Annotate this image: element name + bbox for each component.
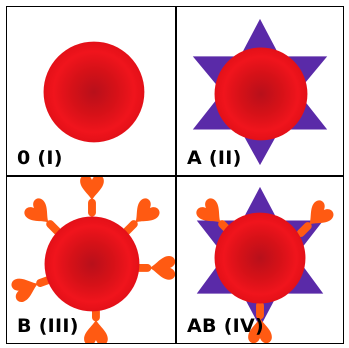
panel-type-b: B (III) <box>6 176 176 344</box>
panel-label: AB (IV) <box>187 315 264 337</box>
panel-type-ab: AB (IV) <box>176 176 344 344</box>
blood-type-grid: 0 (I) A (II) B (III) <box>6 6 344 344</box>
panel-label: 0 (I) <box>17 147 63 169</box>
red-blood-cell-icon <box>215 213 306 304</box>
panel-type-a: A (II) <box>176 6 344 176</box>
panel-label: A (II) <box>187 147 242 169</box>
panel-label: B (III) <box>17 315 79 337</box>
panel-type-0: 0 (I) <box>6 6 176 176</box>
red-blood-cell-icon <box>215 48 308 141</box>
red-blood-cell-icon <box>45 217 140 312</box>
